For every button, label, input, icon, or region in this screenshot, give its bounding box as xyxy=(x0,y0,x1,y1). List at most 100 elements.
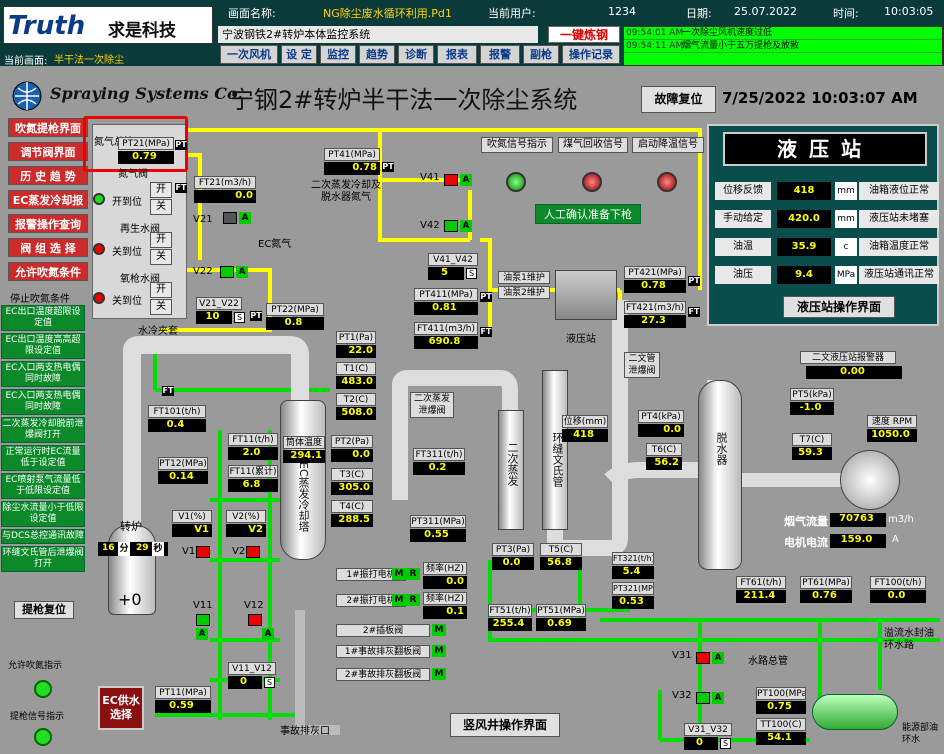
ft11-sum-value: 6.8 xyxy=(228,479,278,492)
allow-indicator-lamp xyxy=(34,680,52,698)
oxy-open-button[interactable]: 开 xyxy=(150,282,172,298)
pt321-label: PT321(MPa) xyxy=(612,582,654,595)
left-nav: 吹氮提枪界面 调节阀界面 历 史 趋 势 EC蒸发冷却报 报警操作查询 阀 组 … xyxy=(0,118,88,286)
allow-indicator-label: 允许吹氮指示 xyxy=(8,661,63,671)
converter-timer-sec-unit: 秒 xyxy=(152,542,164,556)
nav-ec-alarm[interactable]: EC蒸发冷却报 xyxy=(8,190,88,209)
freq2-label: 频率(HZ) xyxy=(423,592,467,605)
overflow-label: 溢流水封油环水路 xyxy=(884,628,934,651)
pt41-label: PT41(MPa) xyxy=(324,148,380,161)
drain-label: 事故排灰口 xyxy=(280,726,330,737)
pt411-tag: PT xyxy=(480,292,492,302)
one-key-button[interactable]: 一键炼钢 xyxy=(548,26,620,43)
logo-cn: 求是科技 xyxy=(108,21,176,41)
pt321-value: 0.53 xyxy=(612,596,654,609)
alarm-text: 一次除尘风机速度过低 xyxy=(682,28,773,38)
nav-control-valve[interactable]: 调节阀界面 xyxy=(8,142,88,161)
regen-close-button[interactable]: 关 xyxy=(150,249,172,265)
signal-cool-label: 启动降温信号 xyxy=(632,137,704,153)
pt11-label: PT11(MPa) xyxy=(155,686,211,699)
fault-reset-button[interactable]: 故障复位 xyxy=(641,86,716,113)
pt11-value: 0.59 xyxy=(155,700,211,713)
nav-report-button[interactable]: 报表 xyxy=(437,45,477,64)
oxy-close-button[interactable]: 关 xyxy=(150,299,172,315)
page-title: 宁钢2#转炉半干法一次除尘系统 xyxy=(230,86,578,114)
nav-trend-button[interactable]: 趋势 xyxy=(359,45,395,64)
stage2-nitrogen-label: 二次蒸发冷却及脱水器氮气 xyxy=(311,180,381,203)
t4-value: 288.5 xyxy=(331,514,373,527)
nav-monitor-button[interactable]: 监控 xyxy=(320,45,356,64)
ft61-label: FT61(t/h) xyxy=(736,576,786,589)
v42-valve-icon[interactable] xyxy=(444,220,458,232)
pump1-button[interactable]: 油泵1维护 xyxy=(498,271,550,284)
pump2-button[interactable]: 油泵2维护 xyxy=(498,286,550,299)
motor2-label: 2#振打电机 xyxy=(336,594,406,607)
accident-damper1-m: M xyxy=(432,645,446,657)
ec-water-select-button[interactable]: EC供水选择 xyxy=(98,686,144,730)
v2-pct-label: V2(%) xyxy=(226,510,266,523)
alarm-row[interactable]: 09:54:01 AM一次除尘风机速度过低 xyxy=(624,27,942,40)
pt51-label: PT51(MPa) xyxy=(536,604,586,617)
v21-valve-icon[interactable] xyxy=(223,212,237,224)
hydraulic-operate-button[interactable]: 液压站操作界面 xyxy=(783,296,895,318)
v41-valve-icon[interactable] xyxy=(444,174,458,186)
v32-valve-icon[interactable] xyxy=(696,692,710,704)
motor2-m: M xyxy=(392,594,406,606)
screen-name: NG除尘废水循环利用.Pd1 xyxy=(323,7,452,20)
evap-relief-label: 二次蒸发泄爆阀 xyxy=(410,392,454,418)
alarm-row[interactable]: 09:54:11 AM烟气流量小于五万提枪及放散 xyxy=(624,40,942,53)
v1-pct-label: V1(%) xyxy=(172,510,212,523)
alarm-list[interactable]: 09:54:01 AM一次除尘风机速度过低 09:54:11 AM烟气流量小于五… xyxy=(623,26,943,66)
pt421-tag: PT xyxy=(688,276,700,286)
lance-reset-button[interactable]: 提枪复位 xyxy=(14,601,74,619)
main-water-label: 水路总管 xyxy=(748,656,788,667)
nav-valve-group[interactable]: 阀 组 选 择 xyxy=(8,238,88,257)
pt4-label: PT4(kPa) xyxy=(638,410,684,423)
t7-value: 59.3 xyxy=(792,447,832,460)
nav-allow-conditions[interactable]: 允许吹氮条件 xyxy=(8,262,88,281)
hydro-unit: c xyxy=(835,238,857,256)
hydraulic-unit-icon xyxy=(555,270,617,320)
ft311-value: 0.2 xyxy=(413,462,465,475)
shaft-operate-button[interactable]: 竖风井操作界面 xyxy=(450,713,560,737)
ft21-label: FT21(m3/h) xyxy=(194,176,256,189)
hydro-label: 油温 xyxy=(715,238,771,256)
alarm2-label: 二文液压站报警器 xyxy=(800,351,896,364)
v1-valve-icon[interactable] xyxy=(196,546,210,558)
t2-label: T2(C) xyxy=(336,393,376,406)
v12-valve-icon[interactable] xyxy=(248,614,262,626)
v22-valve-icon[interactable] xyxy=(220,266,234,278)
nav-alarm-button[interactable]: 报警 xyxy=(480,45,520,64)
v31-valve-icon[interactable] xyxy=(696,652,710,664)
v41-v42-label: V41_V42 xyxy=(428,253,478,266)
condition-item: 二次蒸发冷却脱前泄爆阀打开 xyxy=(1,417,85,443)
nitrogen-open-button[interactable]: 开 xyxy=(150,182,172,198)
nav-fan-button[interactable]: 一次风机 xyxy=(220,45,278,64)
nav-diagnose-button[interactable]: 诊断 xyxy=(398,45,434,64)
nav-settings-button[interactable]: 设 定 xyxy=(281,45,317,64)
nav-alarm-query[interactable]: 报警操作查询 xyxy=(8,214,88,233)
hydro-value[interactable]: 420.0 xyxy=(777,210,831,228)
nitrogen-close-button[interactable]: 关 xyxy=(150,199,172,215)
nav-oplog-button[interactable]: 操作记录 xyxy=(562,45,620,64)
ft101-tag: FT xyxy=(162,386,174,396)
v11-valve-icon[interactable] xyxy=(196,614,210,626)
v41-label: V41 xyxy=(420,172,440,183)
accident-damper2-label: 2#事故排灰翻板阀 xyxy=(336,668,430,681)
pt12-label: PT12(MPa) xyxy=(158,457,208,470)
time-value: 10:03:05 xyxy=(884,5,934,18)
ft101-label: FT101(t/h) xyxy=(148,405,206,418)
stop-conditions-label: 停止吹氮条件 xyxy=(10,294,70,305)
v21-v22-state: S xyxy=(234,312,245,323)
nav-history-trend[interactable]: 历 史 趋 势 xyxy=(8,166,88,185)
nav-nitrogen-lance[interactable]: 吹氮提枪界面 xyxy=(8,118,88,137)
ring-venturi-label: 环缝文氏管 xyxy=(551,432,564,487)
t3-value: 305.0 xyxy=(331,482,373,495)
v2-valve-icon[interactable] xyxy=(246,546,260,558)
v11-label: V11 xyxy=(193,600,213,611)
v32-label: V32 xyxy=(672,690,692,701)
manual-confirm-button[interactable]: 人工确认准备下枪 xyxy=(535,204,641,224)
nav-sublance-button[interactable]: 副枪 xyxy=(523,45,559,64)
time-label: 时间: xyxy=(833,7,859,20)
regen-open-button[interactable]: 开 xyxy=(150,232,172,248)
